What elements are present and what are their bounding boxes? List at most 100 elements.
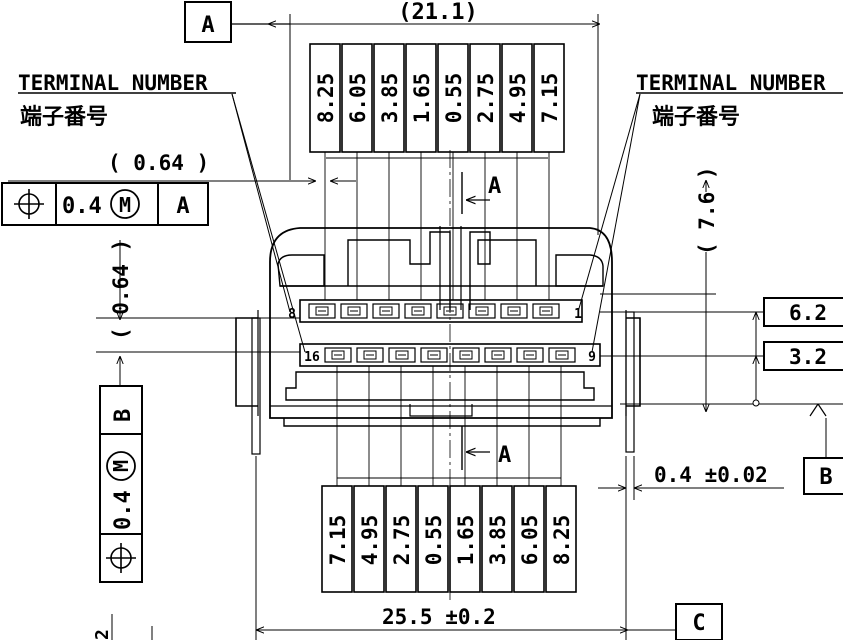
top-position-value: 8.25: [314, 73, 338, 124]
position-symbol-vertical-icon: [106, 543, 136, 573]
top-position-box: 7.15: [533, 43, 565, 300]
connector-body: [235, 226, 641, 455]
bottom-position-box: 6.05: [513, 366, 545, 593]
mmc-icon-vertical: [106, 451, 136, 481]
top-position-box: 6.05: [341, 43, 373, 300]
section-a-bottom-label: A: [498, 443, 511, 468]
terminal-label-en-left: TERMINAL NUMBER: [18, 71, 208, 95]
pitch-ref-v-text: ( 0.64 ): [109, 239, 133, 340]
bottom-position-value: 7.15: [326, 515, 350, 566]
pitch-ref-vertical: ( 0.64 ): [96, 239, 300, 390]
mmc-icon: [110, 189, 140, 219]
bottom-position-value: 3.85: [486, 515, 510, 566]
top-position-value: 3.85: [378, 73, 402, 124]
bottom-left-fragment: 2: [92, 629, 113, 640]
bottom-position-box: 8.25: [545, 366, 577, 593]
terminal-cell: [516, 347, 544, 363]
dim-21-1: (21.1): [268, 0, 600, 235]
bottom-position-box: 4.95: [353, 366, 385, 593]
bottom-position-value: 6.05: [518, 515, 542, 566]
height-ref-text: ( 7.6 ): [695, 166, 719, 255]
height-ref-7-6: ( 7.6 ): [600, 166, 843, 412]
terminal-row-upper: 8 1: [288, 299, 583, 323]
terminal-cell: [356, 347, 384, 363]
pin-16: 16: [304, 350, 320, 365]
bottom-position-value: 4.95: [358, 515, 382, 566]
datum-a-frame: A: [184, 1, 232, 43]
overall-width-dim: 25.5 ±0.2: [255, 456, 676, 640]
terminal-cell: [308, 303, 336, 319]
terminal-cell: [468, 303, 496, 319]
bottom-position-boxes: 7.15 4.95 2.75 0.55 1.65 3.85 6.05 8.25: [321, 366, 577, 593]
terminal-cell: [548, 347, 576, 363]
datum-ref-b: B: [111, 409, 136, 422]
dim-6-2: 6.2: [600, 297, 843, 402]
bottom-position-value: 1.65: [454, 515, 478, 566]
top-position-value: 6.05: [346, 73, 370, 124]
terminal-cell: [500, 303, 528, 319]
dim-21-1-text: (21.1): [398, 0, 477, 25]
section-a-bottom: A: [461, 426, 511, 470]
mmc-symbol: M: [119, 193, 131, 217]
feature-control-frame-top: 0.4 M A: [1, 182, 209, 226]
bottom-position-box: 1.65: [449, 366, 481, 593]
datum-a-label: A: [201, 13, 214, 38]
bottom-position-box: 2.75: [385, 366, 417, 593]
top-position-box: 3.85: [373, 43, 405, 300]
pitch-ref-text: ( 0.64 ): [108, 151, 209, 175]
terminal-number-left: TERMINAL NUMBER 端子番号: [18, 71, 306, 353]
bottom-position-box: 0.55: [417, 366, 449, 593]
dim-6-2-text: 6.2: [789, 301, 827, 325]
pin-9: 9: [588, 350, 596, 365]
top-position-value: 2.75: [474, 73, 498, 124]
datum-c-frame: C: [675, 603, 723, 640]
terminal-label-jp-left: 端子番号: [20, 105, 108, 130]
pitch-ref-horizontal: ( 0.64 ): [8, 151, 356, 181]
top-position-value: 0.55: [442, 73, 466, 124]
tolerance-value-vertical: 0.4: [111, 490, 136, 530]
section-a-top-label: A: [488, 174, 501, 199]
feature-control-frame-vertical: B M 0.4: [99, 385, 143, 583]
section-a-top: A: [461, 172, 501, 214]
top-position-value: 4.95: [506, 73, 530, 124]
terminal-row-lower: 16 9: [299, 343, 601, 367]
pin-thickness-text: 0.4 ±0.02: [654, 463, 768, 487]
datum-c-label: C: [692, 611, 705, 636]
terminal-label-en-right: TERMINAL NUMBER: [636, 71, 826, 95]
bottom-position-value: 8.25: [550, 515, 574, 566]
mmc-symbol-vertical: M: [109, 460, 133, 472]
top-position-value: 7.15: [538, 73, 562, 124]
terminal-cell: [452, 347, 480, 363]
terminal-cell: [420, 347, 448, 363]
bottom-position-value: 2.75: [390, 515, 414, 566]
bottom-position-box: 7.15: [321, 366, 353, 593]
top-position-boxes: 8.25 6.05 3.85 1.65 0.55 2.75 4.95 7.15: [309, 43, 565, 300]
terminal-cell: [324, 347, 352, 363]
datum-ref-a: A: [176, 194, 189, 219]
top-position-box: 0.55: [437, 43, 469, 300]
pin-1: 1: [574, 307, 582, 322]
top-position-box: 2.75: [469, 43, 501, 300]
terminal-cell: [532, 303, 560, 319]
tolerance-value: 0.4: [62, 194, 102, 219]
terminal-number-right: TERMINAL NUMBER 端子番号: [577, 71, 843, 353]
top-position-box: 8.25: [309, 43, 341, 300]
dim-3-2: 3.2: [600, 341, 843, 407]
terminal-cell: [372, 303, 400, 319]
pin-thickness-dim: 0.4 ±0.02: [598, 456, 784, 500]
position-symbol-icon: [14, 189, 44, 219]
pin-8: 8: [288, 307, 296, 322]
datum-b-frame: B: [803, 403, 843, 495]
terminal-cell: [484, 347, 512, 363]
dim-3-2-text: 3.2: [789, 345, 827, 369]
top-position-value: 1.65: [410, 73, 434, 124]
overall-width-text: 25.5 ±0.2: [382, 605, 496, 629]
terminal-cell: [340, 303, 368, 319]
datum-b-label: B: [819, 465, 832, 490]
top-position-box: 4.95: [501, 43, 533, 300]
bottom-position-value: 0.55: [422, 515, 446, 566]
terminal-cell: [388, 347, 416, 363]
bottom-position-box: 3.85: [481, 366, 513, 593]
terminal-label-jp-right: 端子番号: [652, 105, 740, 130]
